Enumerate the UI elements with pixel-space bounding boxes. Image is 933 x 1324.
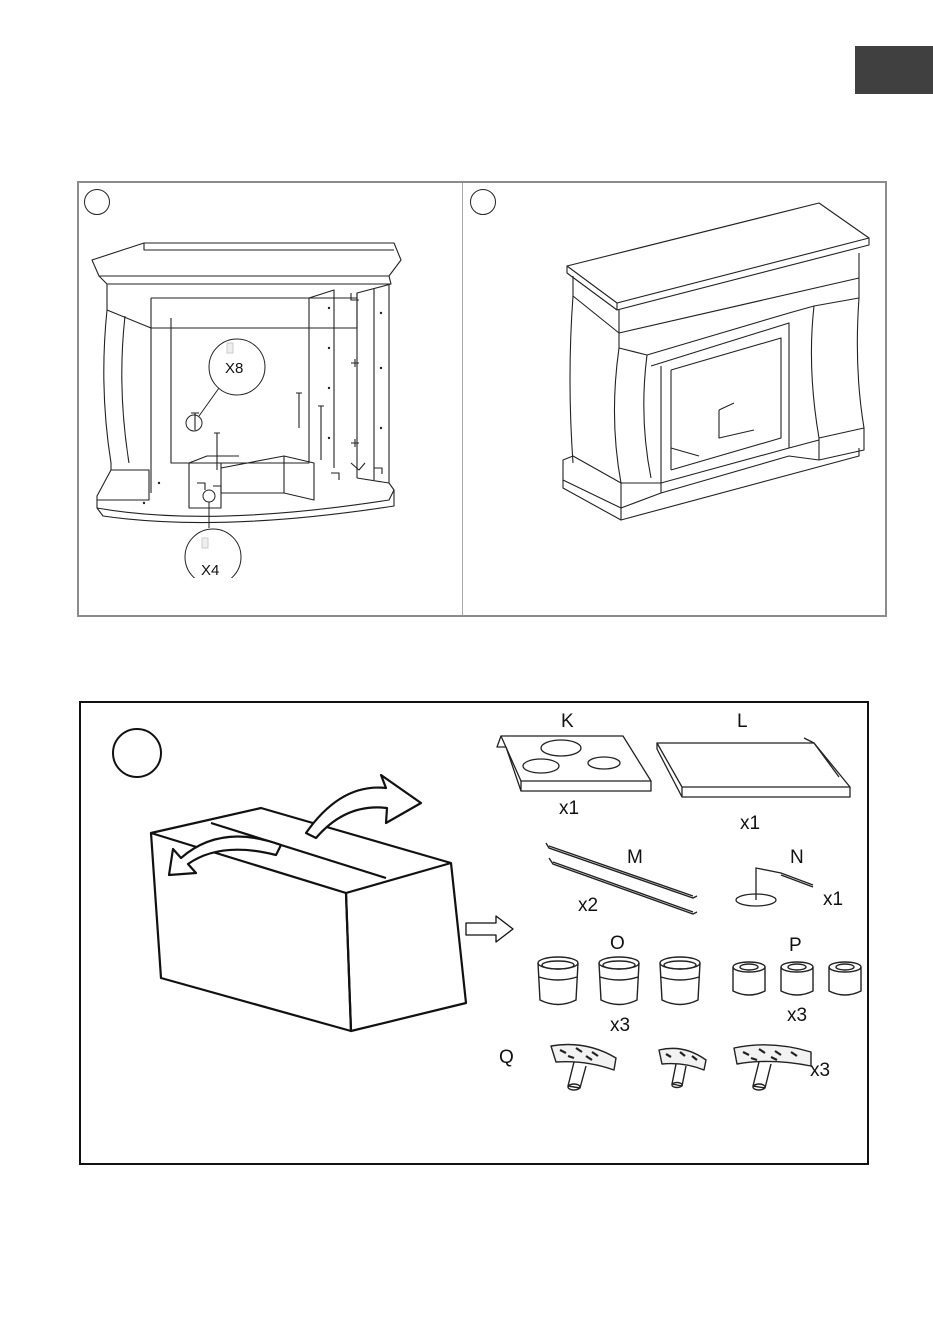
screws-quantity-label: X8	[225, 360, 243, 377]
assembly-steps-panel: X8 X4	[77, 181, 887, 617]
panel-divider	[462, 183, 463, 615]
part-n-quantity: x1	[823, 889, 843, 911]
part-o-quantity: x3	[610, 1015, 630, 1037]
part-p-letter: P	[789, 935, 802, 957]
part-o-illustration	[531, 955, 716, 1015]
shipping-box-illustration	[141, 763, 541, 1053]
part-m-quantity: x2	[578, 895, 598, 917]
part-n-letter: N	[790, 847, 804, 869]
part-p-quantity: x3	[787, 1005, 807, 1027]
step-marker-right	[470, 189, 496, 215]
part-o-letter: O	[610, 933, 625, 955]
part-k-quantity: x1	[559, 798, 579, 820]
part-q-illustration	[546, 1038, 821, 1098]
unpacking-contents-panel: K x1 L x1 M x2 N x1	[79, 701, 869, 1165]
part-l-quantity: x1	[740, 813, 760, 835]
brackets-quantity-label: X4	[201, 562, 219, 579]
part-m-letter: M	[627, 847, 643, 869]
section-tab	[855, 46, 933, 94]
part-q-letter: Q	[499, 1047, 514, 1069]
part-q-quantity: x3	[810, 1060, 830, 1082]
part-k-letter: K	[561, 711, 574, 733]
part-l-illustration	[654, 735, 854, 810]
assembled-fireplace-illustration	[559, 198, 879, 543]
part-l-letter: L	[737, 711, 748, 733]
step-marker-left	[84, 189, 110, 215]
fireplace-assembly-illustration	[89, 238, 409, 578]
part-n-illustration	[731, 863, 821, 913]
part-m-illustration	[541, 838, 706, 923]
part-k-illustration	[491, 733, 656, 803]
part-p-illustration	[726, 959, 871, 1004]
